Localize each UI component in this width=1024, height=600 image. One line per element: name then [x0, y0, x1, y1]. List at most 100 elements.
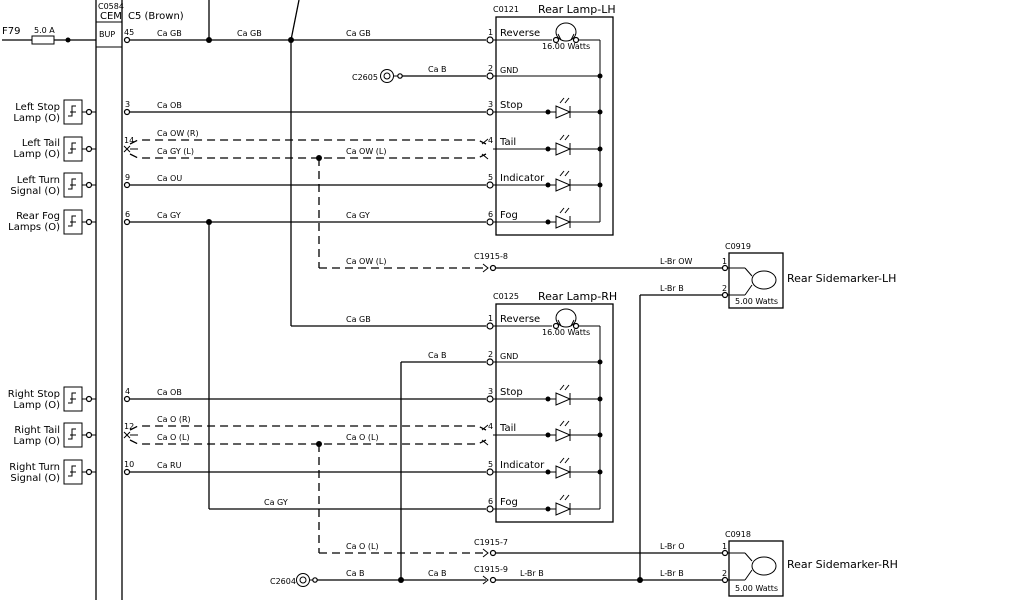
input-right-turn: Right Turn Signal (O) [9, 459, 96, 485]
wire-label: L-Br B [660, 284, 684, 293]
input-right-stop: Right Stop Lamp (O) [8, 386, 96, 412]
bulb-icon [555, 22, 577, 42]
led-icon [493, 384, 603, 406]
svg-text:Reverse: Reverse [500, 28, 540, 39]
svg-text:12: 12 [124, 422, 134, 431]
connector-id: C0121 [493, 5, 519, 14]
rear-sidemarker-rh: C0918 1 2 5.00 Watts Rear Sidemarker-RH [721, 530, 898, 597]
component-title: Rear Lamp-LH [538, 3, 616, 16]
ground-c2605: C2605 [352, 69, 403, 83]
junction-dot [65, 37, 71, 43]
led-icon [493, 170, 603, 192]
wire-label: Ca O (L) [346, 542, 379, 551]
bulb-icon [555, 308, 577, 328]
svg-text:Lamps (O): Lamps (O) [8, 222, 60, 233]
svg-text:4: 4 [488, 136, 493, 145]
svg-text:2: 2 [488, 64, 493, 73]
bup-pin: 45 [124, 28, 134, 37]
svg-text:5: 5 [488, 460, 493, 469]
cem-name: CEM [100, 11, 122, 22]
svg-text:Lamp (O): Lamp (O) [13, 113, 60, 124]
wire-label: L-Br B [660, 569, 684, 578]
fuse-symbol [31, 35, 55, 45]
wire-label: Ca O (L) [157, 433, 190, 442]
wire-label: Ca OW (L) [346, 147, 386, 156]
rear-lamp-lh: C0121 Rear Lamp-LH 1 2 3 4 5 6 Reverse G… [481, 3, 616, 236]
wire-label: L-Br OW [660, 257, 693, 266]
svg-text:9: 9 [125, 173, 130, 182]
svg-text:3: 3 [125, 100, 130, 109]
inline-connector-id: C1915-8 [474, 252, 508, 261]
svg-text:5: 5 [488, 173, 493, 182]
svg-text:GND: GND [500, 352, 518, 361]
wire-label: Ca O (R) [157, 415, 191, 424]
svg-text:1: 1 [488, 28, 493, 37]
svg-text:Indicator: Indicator [500, 460, 545, 471]
led-icon [493, 494, 600, 516]
wire-label: L-Br O [660, 542, 685, 551]
bulb-rating: 16.00 Watts [542, 328, 590, 337]
svg-text:14: 14 [124, 136, 134, 145]
cem-module: F79 5.0 A C0584 CEM C5 (Brown) BUP 45 [2, 0, 184, 600]
bulb-rating: 16.00 Watts [542, 42, 590, 51]
svg-text:Lamp (O): Lamp (O) [13, 400, 60, 411]
fuse-rating: 5.0 A [34, 26, 55, 35]
wire-label: Ca B [346, 569, 365, 578]
svg-text:Left Stop: Left Stop [15, 102, 60, 113]
svg-text:6: 6 [125, 210, 130, 219]
input-right-tail: Right Tail Lamp (O) [13, 422, 96, 448]
wire-label: Ca GB [237, 29, 262, 38]
wire-label: Ca OW (L) [346, 257, 386, 266]
bulb-icon [751, 556, 777, 576]
svg-text:Stop: Stop [500, 100, 523, 111]
svg-text:Reverse: Reverse [500, 314, 540, 325]
rear-lamp-rh: C0125 Rear Lamp-RH 1 2 3 4 5 6 Reverse G… [481, 290, 617, 523]
inline-connector-id: C1915-9 [474, 565, 508, 574]
svg-text:6: 6 [488, 497, 493, 506]
wire-label: Ca B [428, 65, 447, 74]
svg-text:Right Tail: Right Tail [14, 425, 60, 436]
svg-text:3: 3 [488, 387, 493, 396]
wire-label: Ca O (L) [346, 433, 379, 442]
input-left-tail: Left Tail Lamp (O) [13, 136, 96, 162]
wire-label: Ca B [428, 351, 447, 360]
svg-text:C2605: C2605 [352, 73, 378, 82]
wire-label: Ca RU [157, 461, 182, 470]
connector-id: C0919 [725, 242, 751, 251]
svg-text:Rear Fog: Rear Fog [16, 211, 60, 222]
bup-label: BUP [99, 30, 115, 39]
cem-output-pins: 3 14 9 6 4 12 10 [123, 36, 134, 476]
wires: Ca GB Ca GB Ca GB Ca GB Ca B Ca OB Ca OW… [129, 0, 722, 583]
left-inputs: Left Stop Lamp (O) Left Tail Lamp (O) Le… [8, 99, 96, 485]
connector-id: C0125 [493, 292, 519, 301]
cem-connector-id: C0584 [98, 2, 124, 11]
svg-text:Lamp (O): Lamp (O) [13, 149, 60, 160]
wire-label: Ca GB [157, 29, 182, 38]
wire-label: Ca GB [346, 29, 371, 38]
svg-text:Stop: Stop [500, 387, 523, 398]
inline-connectors: C1915-8 C1915-7 C1915-9 [474, 252, 508, 585]
ground-icon [296, 573, 310, 587]
wire-label: Ca GY (L) [157, 147, 194, 156]
wire-label: Ca B [428, 569, 447, 578]
bulb-rating: 5.00 Watts [735, 584, 778, 593]
ground-c2604: C2604 [270, 573, 318, 587]
input-left-stop: Left Stop Lamp (O) [13, 99, 96, 125]
svg-text:Left Tail: Left Tail [22, 138, 60, 149]
led-icon [493, 207, 600, 229]
svg-text:Tail: Tail [499, 423, 516, 434]
svg-text:1: 1 [722, 257, 727, 266]
svg-text:2: 2 [488, 350, 493, 359]
svg-text:Fog: Fog [500, 497, 518, 508]
svg-text:6: 6 [488, 210, 493, 219]
led-icon [493, 97, 603, 119]
input-rear-fog: Rear Fog Lamps (O) [8, 209, 96, 235]
wire-label: Ca GY [264, 498, 288, 507]
svg-text:Right Turn: Right Turn [9, 462, 60, 473]
cem-connector-name: C5 (Brown) [128, 11, 184, 22]
bulb-icon [751, 270, 777, 290]
component-title: Rear Sidemarker-LH [787, 272, 896, 285]
led-icon [493, 457, 603, 479]
component-title: Rear Sidemarker-RH [787, 558, 898, 571]
